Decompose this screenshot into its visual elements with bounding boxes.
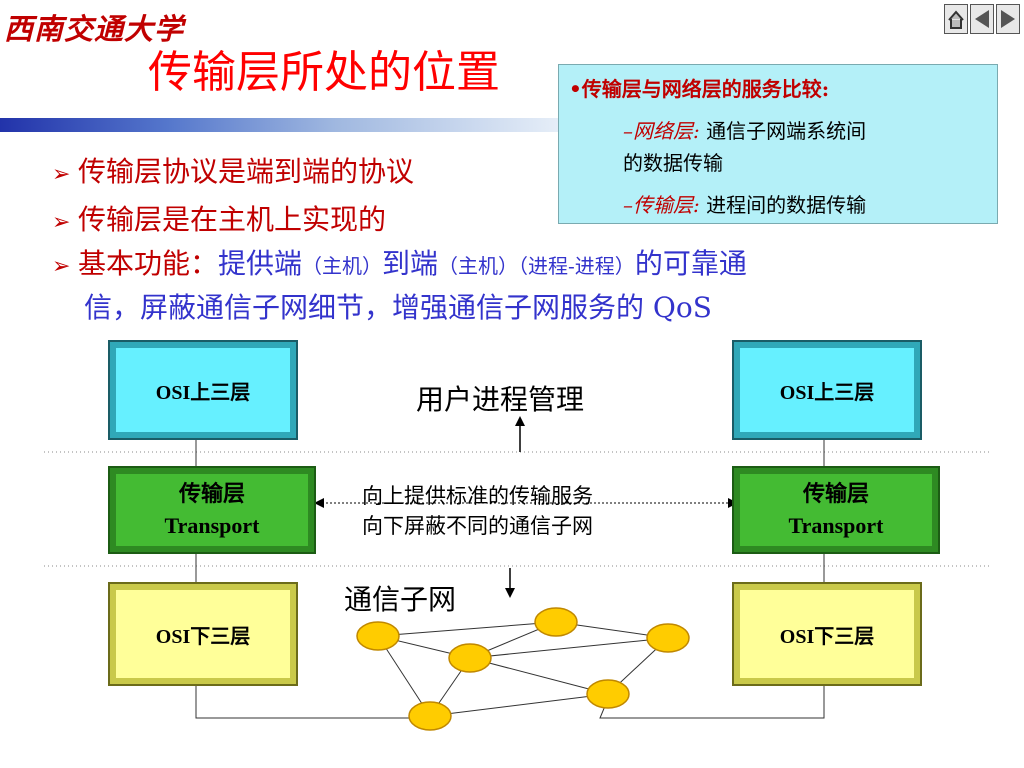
bullet-3-line-2: 信，屏蔽通信子网细节，增强通信子网服务的 QoS: [84, 286, 712, 326]
service-down-label: 向下屏蔽不同的通信子网: [362, 514, 593, 538]
prev-icon: [975, 10, 989, 28]
network-layer-label: –网络层:: [623, 119, 700, 143]
peer-arrow-left-icon: [314, 498, 324, 508]
network-layer-desc-a: 通信子网端系统间: [706, 119, 867, 143]
left-subnet-link: [195, 686, 430, 719]
university-logo: 西南交通大学: [4, 12, 185, 46]
bullet-3-a: 提供端: [218, 247, 303, 280]
slide-nav: [944, 4, 1022, 34]
subnet-node: [448, 643, 492, 673]
subnet-node: [534, 607, 578, 637]
bullet-3: ➢ 基本功能：提供端（主机）到端（主机）（进程-进程）的可靠通: [52, 242, 747, 282]
bullet-3-line2-b: ，屏蔽通信子网细节，增强通信子网服务的 QoS: [112, 291, 712, 324]
next-button[interactable]: [996, 4, 1020, 34]
bullet-3-line2-a: 信: [84, 291, 113, 324]
bullet-1-text: 传输层协议是端到端的协议: [78, 155, 415, 188]
bullet-arrow-icon: ➢: [52, 254, 71, 279]
left-osi-upper-label: OSI上三层: [155, 381, 251, 404]
transport-layer-desc: 进程间的数据传输: [706, 193, 867, 217]
right-osi-lower-label: OSI下三层: [779, 625, 875, 648]
bullet-2-text: 传输层是在主机上实现的: [78, 203, 387, 236]
subnet-node: [586, 679, 630, 709]
transport-layer-line: –传输层: 进程间的数据传输: [623, 189, 866, 218]
left-transport-box: 传输层 Transport: [108, 466, 316, 554]
subnet-nodes: [356, 607, 690, 731]
user-process-label: 用户进程管理: [416, 383, 585, 416]
right-osi-upper-box: OSI上三层: [732, 340, 922, 440]
right-transport-cn: 传输层: [802, 481, 869, 507]
bullet-3-prefix: 基本功能：: [78, 247, 219, 280]
next-icon: [1001, 10, 1015, 28]
left-osi-lower-box: OSI下三层: [108, 582, 298, 686]
subnet-node: [646, 623, 690, 653]
left-transport-cn: 传输层: [178, 481, 245, 507]
bullet-2: ➢ 传输层是在主机上实现的: [52, 198, 386, 238]
bullet-3-c: 到端: [382, 247, 439, 280]
left-osi-lower-label: OSI下三层: [155, 625, 251, 648]
bullet-1: ➢ 传输层协议是端到端的协议: [52, 150, 414, 190]
network-layer-line: –网络层: 通信子网端系统间: [623, 115, 866, 144]
left-transport-en: Transport: [164, 513, 260, 538]
right-osi-upper-label: OSI上三层: [779, 381, 875, 404]
bullet-3-b: （主机）: [302, 254, 383, 278]
bullet-arrow-icon: ➢: [52, 210, 71, 235]
up-arrow-icon: [515, 416, 525, 426]
home-button[interactable]: [944, 4, 968, 34]
transport-layer-label: –传输层:: [623, 193, 700, 217]
subnet-label: 通信子网: [344, 583, 457, 616]
bullet-arrow-icon: ➢: [52, 162, 71, 187]
title-underline-bar: [0, 118, 560, 132]
right-osi-lower-box: OSI下三层: [732, 582, 922, 686]
down-arrow-icon: [505, 588, 515, 598]
comparison-box: •传输层与网络层的服务比较: –网络层: 通信子网端系统间 的数据传输 –传输层…: [558, 64, 998, 224]
right-subnet-link: [599, 686, 825, 719]
right-transport-box: 传输层 Transport: [732, 466, 940, 554]
comparison-heading: •传输层与网络层的服务比较:: [569, 77, 830, 101]
network-layer-desc-b: 的数据传输: [623, 151, 723, 175]
bullet-3-e: 的可靠通: [634, 247, 747, 280]
page-title: 传输层所处的位置: [148, 47, 500, 98]
bullet-3-d: （主机）（进程-进程）: [438, 254, 635, 278]
right-transport-en: Transport: [788, 513, 884, 538]
subnet-node: [356, 621, 400, 651]
prev-button[interactable]: [970, 4, 994, 34]
service-up-label: 向上提供标准的传输服务: [362, 484, 593, 508]
home-icon: [948, 10, 964, 29]
left-osi-upper-box: OSI上三层: [108, 340, 298, 440]
subnet-node: [408, 701, 452, 731]
